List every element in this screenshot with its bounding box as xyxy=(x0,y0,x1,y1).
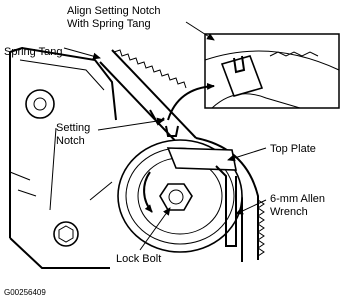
setting-notch xyxy=(165,125,179,137)
detail-arrow xyxy=(167,82,215,121)
housing-boss xyxy=(25,89,55,119)
detail-inset xyxy=(204,33,340,109)
allen-wrench xyxy=(215,165,237,247)
label-top-plate: Top Plate xyxy=(270,143,316,155)
label-setting-line-2: Notch xyxy=(56,135,85,147)
housing-bolt xyxy=(53,221,79,247)
label-align-line-1: Align Setting Notch xyxy=(67,5,161,17)
label-align-line-2: With Spring Tang xyxy=(67,18,151,30)
leader-lines xyxy=(63,21,267,251)
top-plate xyxy=(166,147,237,171)
label-lock-bolt: Lock Bolt xyxy=(116,253,161,265)
figure-code: G00256409 xyxy=(4,288,46,297)
lock-bolt-head xyxy=(159,183,193,211)
label-allen-line-2: Wrench xyxy=(270,206,308,218)
label-setting-line-1: Setting xyxy=(56,122,90,134)
engine-housing xyxy=(9,46,117,269)
label-allen-line-1: 6-mm Allen xyxy=(270,193,325,205)
label-spring-tang: Spring Tang xyxy=(4,46,63,58)
